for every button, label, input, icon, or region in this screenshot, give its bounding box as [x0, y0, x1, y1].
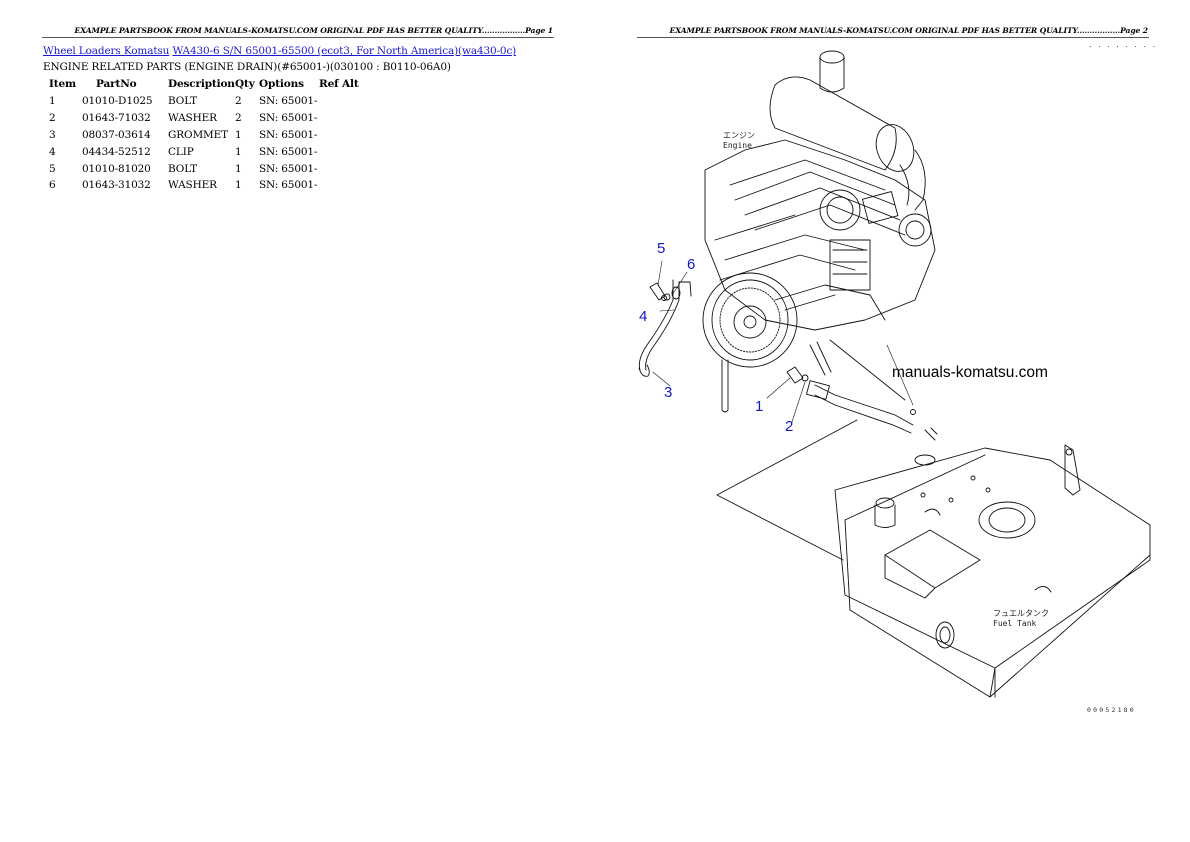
cell-part-no: 08037-03614	[82, 128, 151, 141]
page-1: EXAMPLE PARTSBOOK FROM MANUALS-KOMATSU.C…	[42, 26, 554, 194]
callout-4[interactable]: 4	[639, 308, 648, 325]
cell-qty: 1	[235, 145, 242, 158]
table-row: 5 01010-81020 BOLT 1 SN: 65001-	[45, 160, 369, 177]
parts-table: Item PartNo Description Qty Options Ref …	[45, 77, 369, 194]
breadcrumb: Wheel Loaders Komatsu WA430-6 S/N 65001-…	[43, 45, 516, 57]
watermark: manuals-komatsu.com	[892, 364, 1048, 381]
cell-options: SN: 65001-	[259, 128, 318, 141]
cell-description: BOLT	[168, 162, 198, 175]
breadcrumb-link-wheel-loaders[interactable]: Wheel Loaders Komatsu	[43, 45, 170, 57]
cell-description: WASHER	[168, 179, 217, 192]
cell-description: CLIP	[168, 145, 194, 158]
cell-part-no: 01010-81020	[82, 162, 151, 175]
cell-qty: 1	[235, 128, 242, 141]
cell-ref-alt	[319, 127, 369, 144]
cell-ref-alt	[319, 160, 369, 177]
cell-ref-alt	[319, 93, 369, 110]
cell-part-no: 01643-71032	[82, 112, 151, 125]
table-row: 4 04434-52512 CLIP 1 SN: 65001-	[45, 143, 369, 160]
cell-item: 3	[49, 128, 56, 141]
column-header-item: Item	[49, 78, 76, 90]
header-divider	[637, 37, 1149, 38]
fuel-tank-label-en: Fuel Tank	[993, 619, 1037, 628]
fuel-tank-illustration	[716, 419, 1151, 698]
table-row: 2 01643-71032 WASHER 2 SN: 65001-	[45, 110, 369, 127]
cell-ref-alt	[319, 110, 369, 127]
column-header-qty: Qty	[235, 78, 255, 90]
table-row: 3 08037-03614 GROMMET 1 SN: 65001-	[45, 127, 369, 144]
cell-item: 6	[49, 179, 56, 192]
table-header-row: Item PartNo Description Qty Options Ref …	[45, 77, 369, 93]
callout-6[interactable]: 6	[687, 256, 696, 273]
cell-item: 4	[49, 145, 56, 158]
cell-ref-alt	[319, 177, 369, 194]
engine-illustration	[638, 139, 938, 441]
cell-description: WASHER	[168, 112, 217, 125]
cell-qty: 1	[235, 162, 242, 175]
cell-part-no: 01010-D1025	[82, 95, 153, 108]
page-header: EXAMPLE PARTSBOOK FROM MANUALS-KOMATSU.C…	[74, 26, 554, 35]
callout-5[interactable]: 5	[657, 240, 666, 257]
exploded-parts-diagram	[638, 50, 1151, 698]
cell-qty: 2	[235, 112, 242, 125]
fuel-tank-label-jp: フュエルタンク	[993, 609, 1049, 618]
fuel-tank-label: フュエルタンク Fuel Tank	[993, 609, 1049, 629]
column-header-description: Description	[168, 78, 235, 90]
cell-item: 1	[49, 95, 56, 108]
cell-options: SN: 65001-	[259, 179, 318, 192]
muffler-illustration	[769, 50, 926, 211]
cell-description: BOLT	[168, 95, 198, 108]
breadcrumb-link-model[interactable]: WA430-6 S/N 65001-65500 (ecot3, For Nort…	[172, 45, 517, 57]
table-row: 1 01010-D1025 BOLT 2 SN: 65001-	[45, 93, 369, 110]
cell-qty: 2	[235, 95, 242, 108]
cell-options: SN: 65001-	[259, 162, 318, 175]
top-right-marks: . . . . . . . .	[1089, 40, 1158, 49]
engine-label-jp: エンジン	[723, 131, 755, 140]
cell-ref-alt	[319, 143, 369, 160]
cell-description: GROMMET	[168, 128, 229, 141]
cell-options: SN: 65001-	[259, 145, 318, 158]
callout-1[interactable]: 1	[755, 398, 764, 415]
page-header: EXAMPLE PARTSBOOK FROM MANUALS-KOMATSU.C…	[669, 26, 1149, 35]
cell-part-no: 01643-31032	[82, 179, 151, 192]
figure-id: 00052180	[1087, 706, 1136, 714]
column-header-options: Options	[259, 78, 304, 90]
column-header-ref-alt: Ref Alt	[319, 78, 359, 90]
cell-options: SN: 65001-	[259, 95, 318, 108]
cell-options: SN: 65001-	[259, 112, 318, 125]
engine-label-en: Engine	[723, 141, 752, 150]
cell-qty: 1	[235, 179, 242, 192]
callout-leaders	[652, 260, 914, 423]
section-title: ENGINE RELATED PARTS (ENGINE DRAIN)(#650…	[43, 61, 451, 73]
cell-part-no: 04434-52512	[82, 145, 151, 158]
cell-item: 2	[49, 112, 56, 125]
column-header-partno: PartNo	[96, 78, 137, 90]
callout-3[interactable]: 3	[664, 384, 673, 401]
callout-2[interactable]: 2	[785, 418, 794, 435]
page-2: EXAMPLE PARTSBOOK FROM MANUALS-KOMATSU.C…	[595, 0, 1190, 842]
engine-label: エンジン Engine	[723, 131, 755, 151]
cell-item: 5	[49, 162, 56, 175]
table-row: 6 01643-31032 WASHER 1 SN: 65001-	[45, 177, 369, 194]
header-divider	[42, 37, 554, 38]
